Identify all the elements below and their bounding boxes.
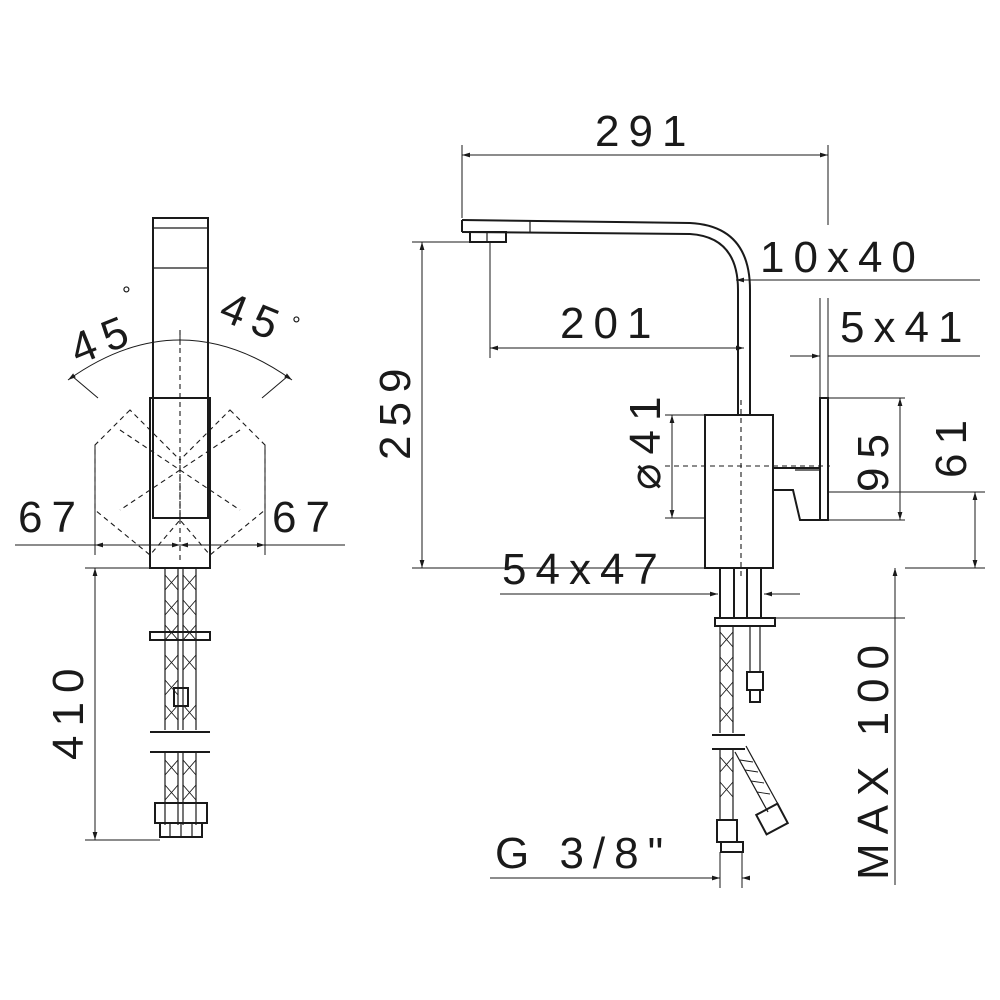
front-spout-column [152,217,209,519]
degree-left-symbol: ° [122,282,131,307]
lever-height-label: 95 [849,425,898,492]
lever-rotation-left [94,409,181,556]
angle-left-label: 45 [63,304,143,375]
lever-section-label: 5x41 [840,303,971,352]
hose-length-label: 410 [44,660,93,760]
base-section-label: 54x47 [502,545,667,594]
side-spout [461,219,751,415]
side-view: 291 10x40 201 5x41 259 ⌀41 95 [371,107,985,888]
lever-center-label: 61 [927,411,976,478]
body-diameter-label: ⌀41 [621,388,670,490]
spout-section-label: 10x40 [760,233,925,282]
angle-right-label: 45 [213,283,293,354]
degree-right-symbol: ° [292,312,301,337]
reach-spout-label: 201 [560,299,660,348]
side-body [704,414,774,569]
max-thickness-label: MAX 100 [849,636,898,880]
width-right-label: 67 [272,493,339,542]
width-left-label: 67 [18,493,85,542]
front-hoses [149,568,211,838]
thread-label: G 3/8" [495,829,672,878]
height-label: 259 [371,360,420,460]
side-hoses [712,567,790,853]
front-view: 45 ° 45 ° 67 67 [15,217,345,841]
lever-rotation-right [179,409,266,556]
side-lever [772,397,829,521]
reach-total-label: 291 [595,107,695,156]
